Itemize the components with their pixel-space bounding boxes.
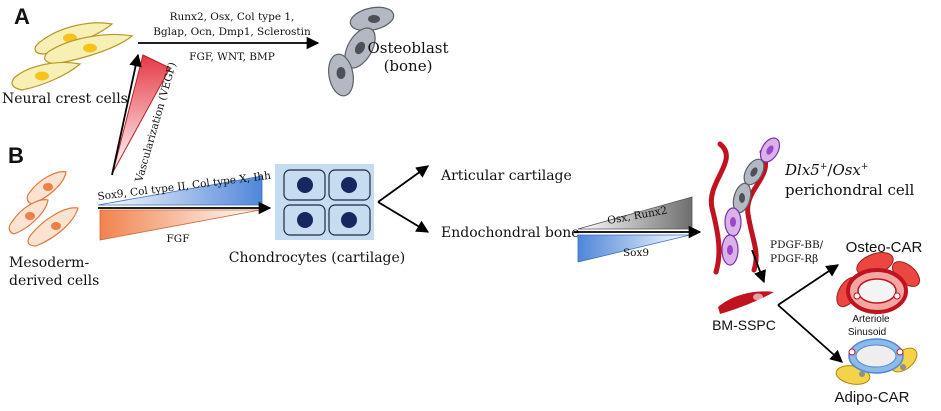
panel-b-label: B [8, 143, 24, 168]
arrow-to-endochondral [377, 201, 430, 233]
neural-crest-nucleus [35, 71, 49, 81]
neural-crest-label: Neural crest cells [2, 91, 128, 107]
osteoblast-nucleus [354, 41, 366, 55]
arrow-to-osteo-car [777, 264, 840, 306]
plus-superscript: + [820, 162, 828, 172]
vascularization-arrow [111, 53, 142, 176]
chondrocyte-nucleus [297, 177, 313, 193]
factors-top-line1: Runx2, Osx, Col type 1, [170, 11, 295, 23]
osx-runx2-gradient-triangle [577, 196, 693, 230]
endothelial-nucleus [848, 348, 856, 356]
plus-superscript: + [861, 162, 869, 172]
bm-sspc-cell [718, 291, 774, 314]
osteoblast-cells [328, 6, 395, 97]
osteoblast-nucleus [368, 15, 380, 23]
neural-crest-nucleus [83, 43, 97, 53]
fgf-label: FGF [167, 233, 190, 245]
adipo-nucleus [900, 364, 906, 370]
factors-bottom: FGF, WNT, BMP [189, 51, 275, 63]
perichondral-label: perichondral cell [785, 181, 915, 199]
dlx5-osx-label: Dlx5+/Osx+ [784, 161, 868, 179]
osteoblast-label-line2: (bone) [384, 57, 433, 75]
blood-vessel-right [745, 149, 769, 273]
sox9-gradient-triangle [97, 175, 263, 206]
endochondral-label: Endochondral bone [441, 225, 580, 241]
sinusoid-lumen [855, 344, 897, 368]
slash-text: / [827, 161, 833, 179]
arteriole-label: Arteriole [852, 314, 890, 325]
neural-crest-cells [11, 22, 134, 91]
adipo-nucleus [859, 371, 865, 377]
osx-text: Osx [832, 161, 861, 179]
purple-cell-nucleus [766, 145, 774, 155]
osteo-car-label: Osteo-CAR [846, 239, 923, 256]
pdgf-label-line1: PDGF-BB/ [770, 239, 824, 251]
fgf-gradient-triangle [99, 209, 261, 241]
sox9-gradient-triangle-b [577, 234, 691, 263]
chondrocyte-grid [275, 164, 374, 240]
chondrocyte-nucleus [341, 177, 357, 193]
mesoderm-cells [8, 171, 79, 247]
bm-sspc-label: BM-SSPC [712, 317, 776, 333]
endothelial-nucleus [896, 348, 904, 356]
mesoderm-label-line2: derived cells [9, 273, 99, 289]
chondrocyte-nucleus [341, 212, 357, 228]
articular-label: Articular cartilage [440, 168, 572, 184]
chondrocyte-nucleus [297, 212, 313, 228]
chondrocytes-label: Chondrocytes (cartilage) [229, 250, 406, 266]
mesoderm-label-line1: Mesoderm- [9, 255, 89, 271]
mesoderm-nucleus [51, 222, 61, 230]
mesoderm-nucleus [43, 183, 53, 191]
blood-vessel-left [708, 141, 729, 275]
arrow-to-adipo-car [777, 304, 843, 363]
arteriole-lumen [857, 278, 897, 304]
panel-a-label: A [14, 4, 30, 29]
gray-cell-nucleus [739, 193, 745, 203]
arrow-to-articular [377, 165, 430, 203]
purple-cell-nucleus [727, 245, 733, 255]
gray-cell-nucleus [750, 167, 758, 177]
vegf-gradient-triangle [112, 54, 171, 173]
perichondral-cells [708, 137, 781, 275]
endothelial-nucleus [853, 292, 861, 300]
adipo-car-sinusoid [835, 338, 918, 385]
sinusoid-label: Sinusoid [848, 327, 886, 338]
osteo-car-arteriole [836, 252, 921, 314]
pdgf-label-line2: PDGF-Rβ [770, 253, 818, 265]
osteoblast-nucleus [336, 67, 346, 79]
sox9-label: Sox9 [623, 247, 649, 259]
bm-sspc-nucleus [753, 293, 763, 301]
purple-cell-nucleus [730, 217, 736, 227]
mesoderm-nucleus [25, 212, 35, 220]
endothelial-nucleus [893, 292, 901, 300]
adipo-car-label: Adipo-CAR [834, 389, 909, 406]
factors-top-line2: Bglap, Ocn, Dmp1, Sclerostin [153, 26, 311, 38]
osteoblast-label-line1: Osteoblast [368, 39, 449, 57]
dlx5-text: Dlx5 [784, 161, 820, 179]
pdgf-arrow [751, 249, 766, 284]
